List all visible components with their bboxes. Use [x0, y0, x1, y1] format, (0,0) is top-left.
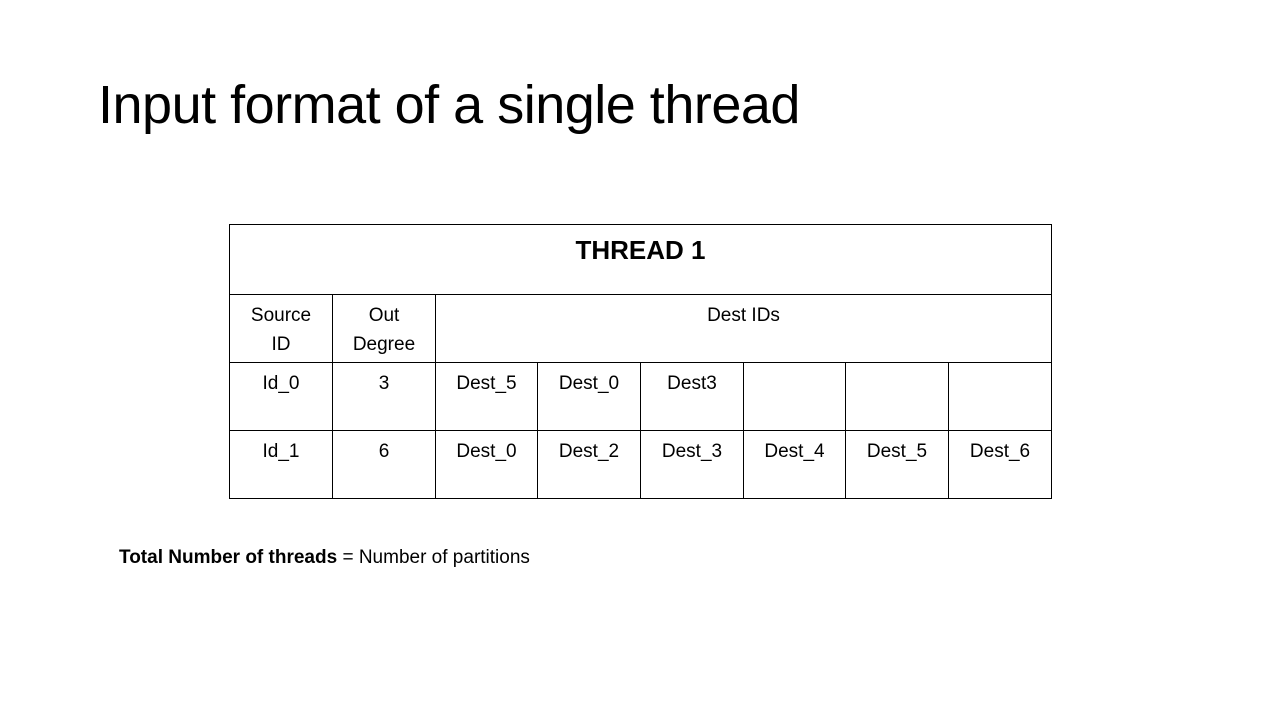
cell-dest: Dest_2: [537, 430, 641, 499]
table-row: Id_0 3 Dest_5 Dest_0 Dest3: [229, 362, 1053, 431]
header-out-degree-line2: Degree: [352, 334, 416, 355]
cell-dest: Dest_5: [435, 362, 538, 431]
table-caption: THREAD 1: [228, 224, 1053, 295]
header-source-id-line2: ID: [271, 334, 291, 355]
cell-dest: Dest_6: [947, 430, 1053, 499]
slide-title: Input format of a single thread: [98, 75, 800, 135]
footnote-bold: Total Number of threads: [119, 547, 338, 568]
header-out-degree-line1: Out: [368, 305, 400, 326]
footnote: Total Number of threads = Number of part…: [119, 545, 530, 571]
cell-source: Id_0: [229, 362, 333, 431]
cell-dest: Dest_4: [743, 430, 846, 499]
cell-source: Id_1: [229, 430, 333, 499]
cell-dest-empty: [947, 362, 1053, 431]
cell-dest: Dest3: [640, 362, 744, 431]
header-dest-ids: Dest IDs: [434, 294, 1053, 363]
cell-dest: Dest_0: [537, 362, 641, 431]
cell-dest: Dest_3: [640, 430, 744, 499]
cell-dest: Dest_5: [845, 430, 949, 499]
table-row: Id_1 6 Dest_0 Dest_2 Dest_3 Dest_4 Dest_…: [229, 430, 1053, 499]
header-source-id-line1: Source: [250, 305, 312, 326]
cell-degree: 3: [332, 362, 436, 431]
cell-dest: Dest_0: [435, 430, 538, 499]
table-title-row: THREAD 1: [228, 224, 1053, 295]
cell-dest-empty: [845, 362, 949, 431]
cell-degree: 6: [332, 430, 436, 499]
footnote-rest: = Number of partitions: [337, 547, 530, 568]
cell-dest-empty: [743, 362, 846, 431]
